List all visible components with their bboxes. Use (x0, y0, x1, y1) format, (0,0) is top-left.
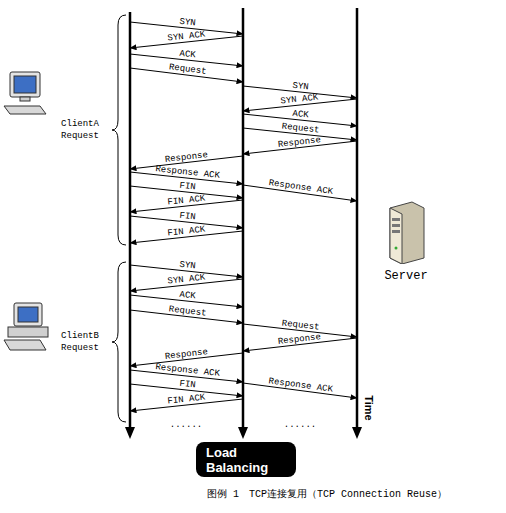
figure-caption: 图例 1 TCP连接复用（TCP Connection Reuse） (207, 490, 447, 500)
monitor (10, 72, 40, 97)
server-lifeline (356, 8, 359, 428)
drive-slot (392, 224, 400, 227)
continuation-dots: ...... (284, 421, 316, 430)
group-label: ClientA Request (53, 118, 107, 142)
time-axis-label: Time (363, 395, 374, 420)
arrow-head (352, 427, 362, 439)
message-label: Response (277, 333, 321, 347)
message-label: Response (164, 151, 208, 165)
load-balancer-box: Load Balancing (196, 442, 296, 477)
message-label: ACK (178, 291, 195, 302)
message-label: SYN ACK (167, 31, 206, 44)
drive-slot (392, 230, 400, 233)
server-label: Server (380, 270, 432, 282)
message-label: FIN (178, 182, 195, 193)
monitor-stand (20, 97, 30, 101)
desktop-case (8, 327, 48, 337)
keyboard (4, 106, 46, 114)
message-label: ACK (292, 110, 309, 121)
message-label: FIN ACK (167, 394, 206, 407)
curly-bracket (112, 15, 126, 245)
group-label: ClientB Request (53, 330, 107, 354)
message-label: ACK (178, 50, 195, 61)
monitor (14, 303, 42, 326)
message-label: Request (281, 319, 320, 332)
message-label: Request (281, 123, 320, 136)
client-computer (4, 72, 46, 114)
message-label: FIN ACK (167, 226, 206, 239)
message-label: FIN (178, 212, 195, 223)
message-label: SYN (292, 82, 309, 93)
message-label: Response (164, 348, 208, 362)
screen (18, 307, 38, 322)
message-label: Response (277, 136, 321, 150)
messages (130, 22, 357, 411)
client-computer (4, 303, 48, 350)
curly-bracket (112, 262, 126, 422)
lifelines (130, 8, 357, 428)
screen (14, 76, 36, 93)
message-label: Request (168, 305, 207, 318)
brackets (112, 15, 126, 422)
continuation-dots: ...... (170, 421, 202, 430)
message-label: SYN (178, 18, 195, 29)
message-label: Response ACK (268, 179, 333, 197)
balancer-lifeline (242, 8, 245, 428)
drive-slot (392, 218, 400, 221)
keyboard (4, 340, 46, 350)
server-case (390, 202, 424, 264)
message-label: SYN (178, 261, 195, 272)
server-icon (380, 200, 432, 264)
message-label: Response ACK (268, 377, 333, 394)
arrow-head (238, 427, 248, 439)
box-label: Load Balancing (206, 445, 292, 475)
arrow-head (125, 427, 135, 439)
lifeline-heads (125, 427, 362, 439)
message-label: FIN ACK (167, 195, 206, 208)
message-label: SYN ACK (167, 274, 206, 287)
message-label: FIN (178, 380, 195, 391)
server-node: Server (380, 200, 432, 288)
message-label: SYN ACK (280, 94, 319, 107)
power-light (395, 247, 398, 250)
server-front (390, 208, 402, 264)
